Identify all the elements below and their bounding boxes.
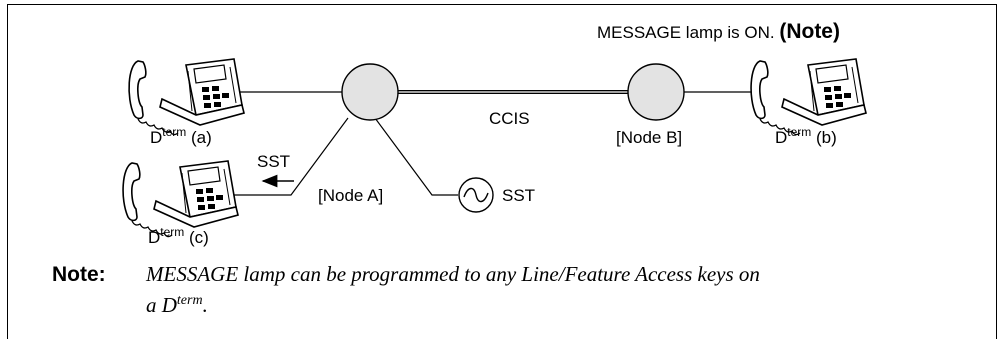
line-node-a-terminal-c [228,117,349,196]
note-line-1: MESSAGE lamp can be programmed to any Li… [145,262,760,286]
node-a-label: [Node A] [318,186,383,205]
terminal-a-phone-icon [128,58,245,136]
terminal-b-label: Dterm (b) [775,125,837,147]
ccis-link-label: CCIS [489,109,530,128]
node-a-circle [341,63,399,121]
sst-tone-source-icon [458,177,494,213]
sst-arrow-label: SST [257,152,290,171]
sst-source-label: SST [502,186,535,205]
message-lamp-label: MESSAGE lamp is ON. (Note) [597,20,840,43]
terminal-b-phone-icon [750,58,867,136]
terminal-a-label: Dterm (a) [150,125,212,147]
line-node-a-sst-source [374,117,458,196]
terminal-c-label: Dterm (c) [148,225,209,247]
diagram-frame [7,4,997,339]
node-b-circle [627,63,685,121]
note-heading: Note: [52,263,106,286]
note-line-2: a Dterm. [146,293,208,317]
node-b-label: [Node B] [616,128,682,147]
